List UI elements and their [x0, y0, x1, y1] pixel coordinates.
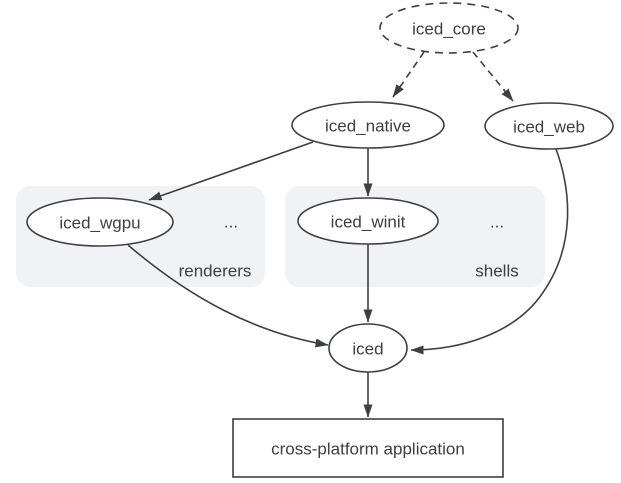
node-iced-native-shape	[291, 101, 445, 149]
node-iced-web-shape	[484, 102, 614, 150]
node-application-shape	[232, 418, 504, 478]
edge-iced-core-to-iced-native	[392, 51, 425, 98]
node-iced-winit-label: iced_winit	[331, 213, 406, 232]
node-iced-native-label: iced_native	[325, 117, 411, 136]
node-application-label: cross-platform application	[271, 440, 465, 459]
node-iced-shape	[328, 323, 408, 373]
node-iced-core-shape	[379, 2, 519, 54]
node-iced: iced	[328, 323, 408, 373]
node-application: cross-platform application	[232, 418, 504, 478]
edge-iced-core-to-iced-web	[472, 51, 514, 102]
edge-iced-native-to-iced-wgpu	[148, 141, 314, 201]
node-iced-wgpu: iced_wgpu	[26, 197, 174, 247]
node-iced-wgpu-shape	[26, 197, 174, 247]
node-iced-web: iced_web	[484, 102, 614, 150]
node-iced-core: iced_core	[379, 2, 519, 54]
group-renderers-ellipsis: ...	[224, 213, 238, 232]
edge-iced-wgpu-to-iced	[127, 244, 329, 348]
node-iced-core-label: iced_core	[412, 20, 486, 39]
node-iced-winit-shape	[297, 197, 439, 245]
node-iced-winit: iced_winit	[297, 197, 439, 245]
group-renderers-caption: renderers	[179, 262, 252, 281]
node-iced-web-label: iced_web	[513, 118, 585, 137]
edge-iced-web-to-iced	[410, 148, 569, 355]
group-shells-ellipsis: ...	[490, 213, 504, 232]
node-iced-wgpu-label: iced_wgpu	[59, 214, 140, 233]
node-iced-native: iced_native	[291, 101, 445, 149]
group-shells-caption: shells	[475, 262, 518, 281]
node-iced-label: iced	[352, 340, 383, 359]
